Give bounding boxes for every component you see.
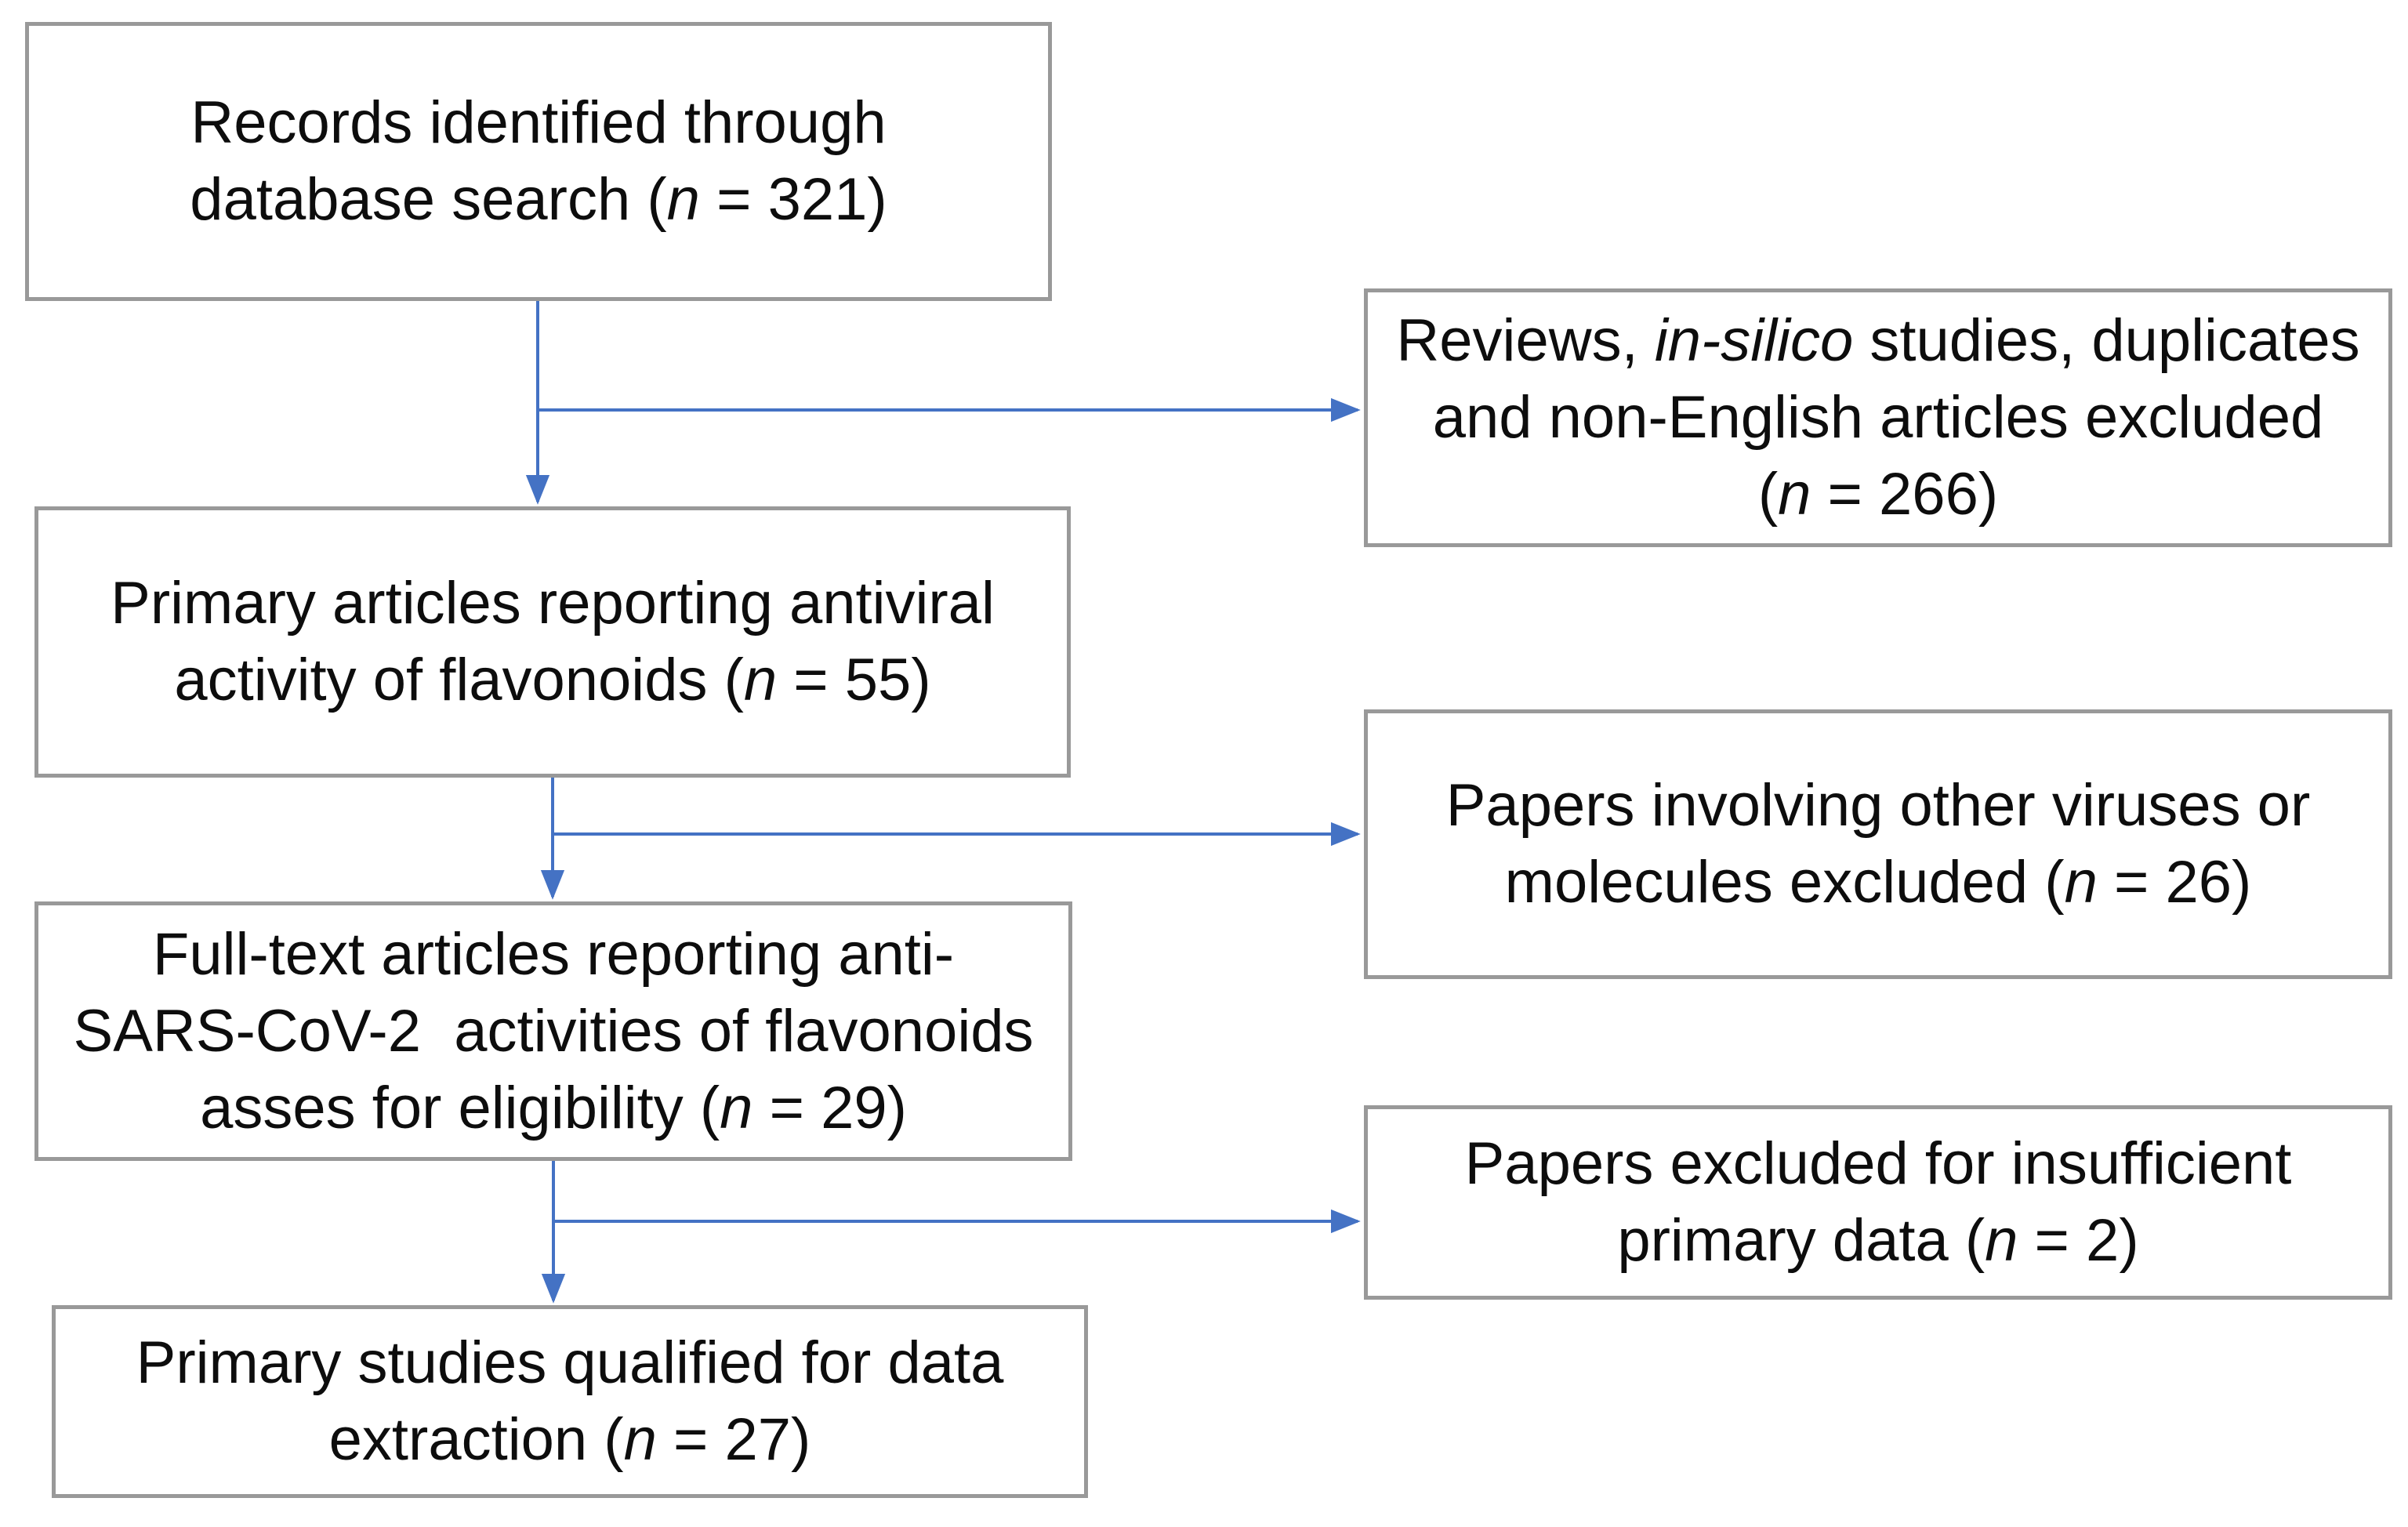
node-fulltext-eligibility-text: Full-text articles reporting anti-SARS-C… [73, 920, 1034, 1141]
node-fulltext-eligibility: Full-text articles reporting anti-SARS-C… [34, 901, 1072, 1161]
